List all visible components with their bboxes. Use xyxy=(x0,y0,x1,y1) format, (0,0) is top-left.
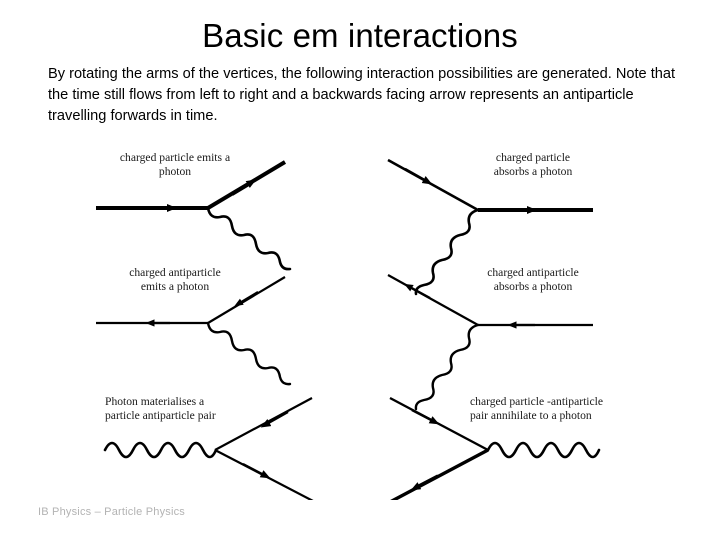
incoming-particle-line xyxy=(387,158,479,212)
feynman-diagram-grid: charged particle emits a photon charged … xyxy=(0,140,720,500)
incoming-particle-arrow xyxy=(404,167,433,185)
diagram-label-line1: charged particle xyxy=(496,151,570,164)
incoming-antiparticle-arrow xyxy=(234,291,259,307)
feynman-diagrams-svg: charged particle emits a photon charged … xyxy=(96,151,603,500)
incoming-antiparticle-line xyxy=(390,448,489,500)
diagram-label-line2: absorbs a photon xyxy=(494,165,573,178)
photon-wave xyxy=(414,323,480,411)
antiparticle-line xyxy=(214,397,313,451)
page-title: Basic em interactions xyxy=(202,17,518,54)
diagram-label-line1: charged particle -antiparticle xyxy=(470,395,603,408)
diagram-label-line2: emits a photon xyxy=(141,280,209,293)
diagram-label-line2: absorbs a photon xyxy=(494,280,573,293)
diagram-label-line1: charged particle emits a xyxy=(120,151,230,164)
incoming-particle-arrow xyxy=(411,408,440,425)
diagram-label-line1: Photon materialises a xyxy=(105,395,204,408)
photon-wave xyxy=(414,208,480,296)
incoming-antiparticle-arrow xyxy=(410,474,439,491)
diagram-label-line2: photon xyxy=(159,165,191,178)
diagram-charged-antiparticle-absorbs-photon: charged antiparticle absorbs a photon xyxy=(387,266,593,411)
slide-footer: IB Physics – Particle Physics xyxy=(38,506,186,518)
photon-wave xyxy=(103,441,218,459)
photon-wave xyxy=(206,206,292,271)
diagram-label-line1: charged antiparticle xyxy=(129,266,221,279)
diagram-pair-annihilate-to-photon: charged particle -antiparticle pair anni… xyxy=(389,395,603,500)
diagram-charged-particle-emits-photon: charged particle emits a photon xyxy=(96,151,292,271)
diagram-charged-antiparticle-emits-photon: charged antiparticle emits a photon xyxy=(96,266,292,386)
outgoing-particle-arrow xyxy=(230,179,257,196)
photon-wave xyxy=(486,441,601,459)
diagram-label-line1: charged antiparticle xyxy=(487,266,579,279)
antiparticle-arrow xyxy=(260,411,289,428)
outgoing-antiparticle-arrow xyxy=(404,283,431,299)
diagram-photon-materialises-pair: Photon materialises a particle antiparti… xyxy=(103,395,314,500)
diagram-label-line2: pair annihilate to a photon xyxy=(470,409,592,422)
outgoing-antiparticle-line xyxy=(387,274,479,326)
diagram-label-line2: particle antiparticle pair xyxy=(105,409,216,422)
diagram-charged-particle-absorbs-photon: charged particle absorbs a photon xyxy=(387,151,593,296)
photon-wave xyxy=(206,321,292,386)
particle-arrow xyxy=(242,463,271,479)
slide-body-text: By rotating the arms of the vertices, th… xyxy=(48,66,676,124)
